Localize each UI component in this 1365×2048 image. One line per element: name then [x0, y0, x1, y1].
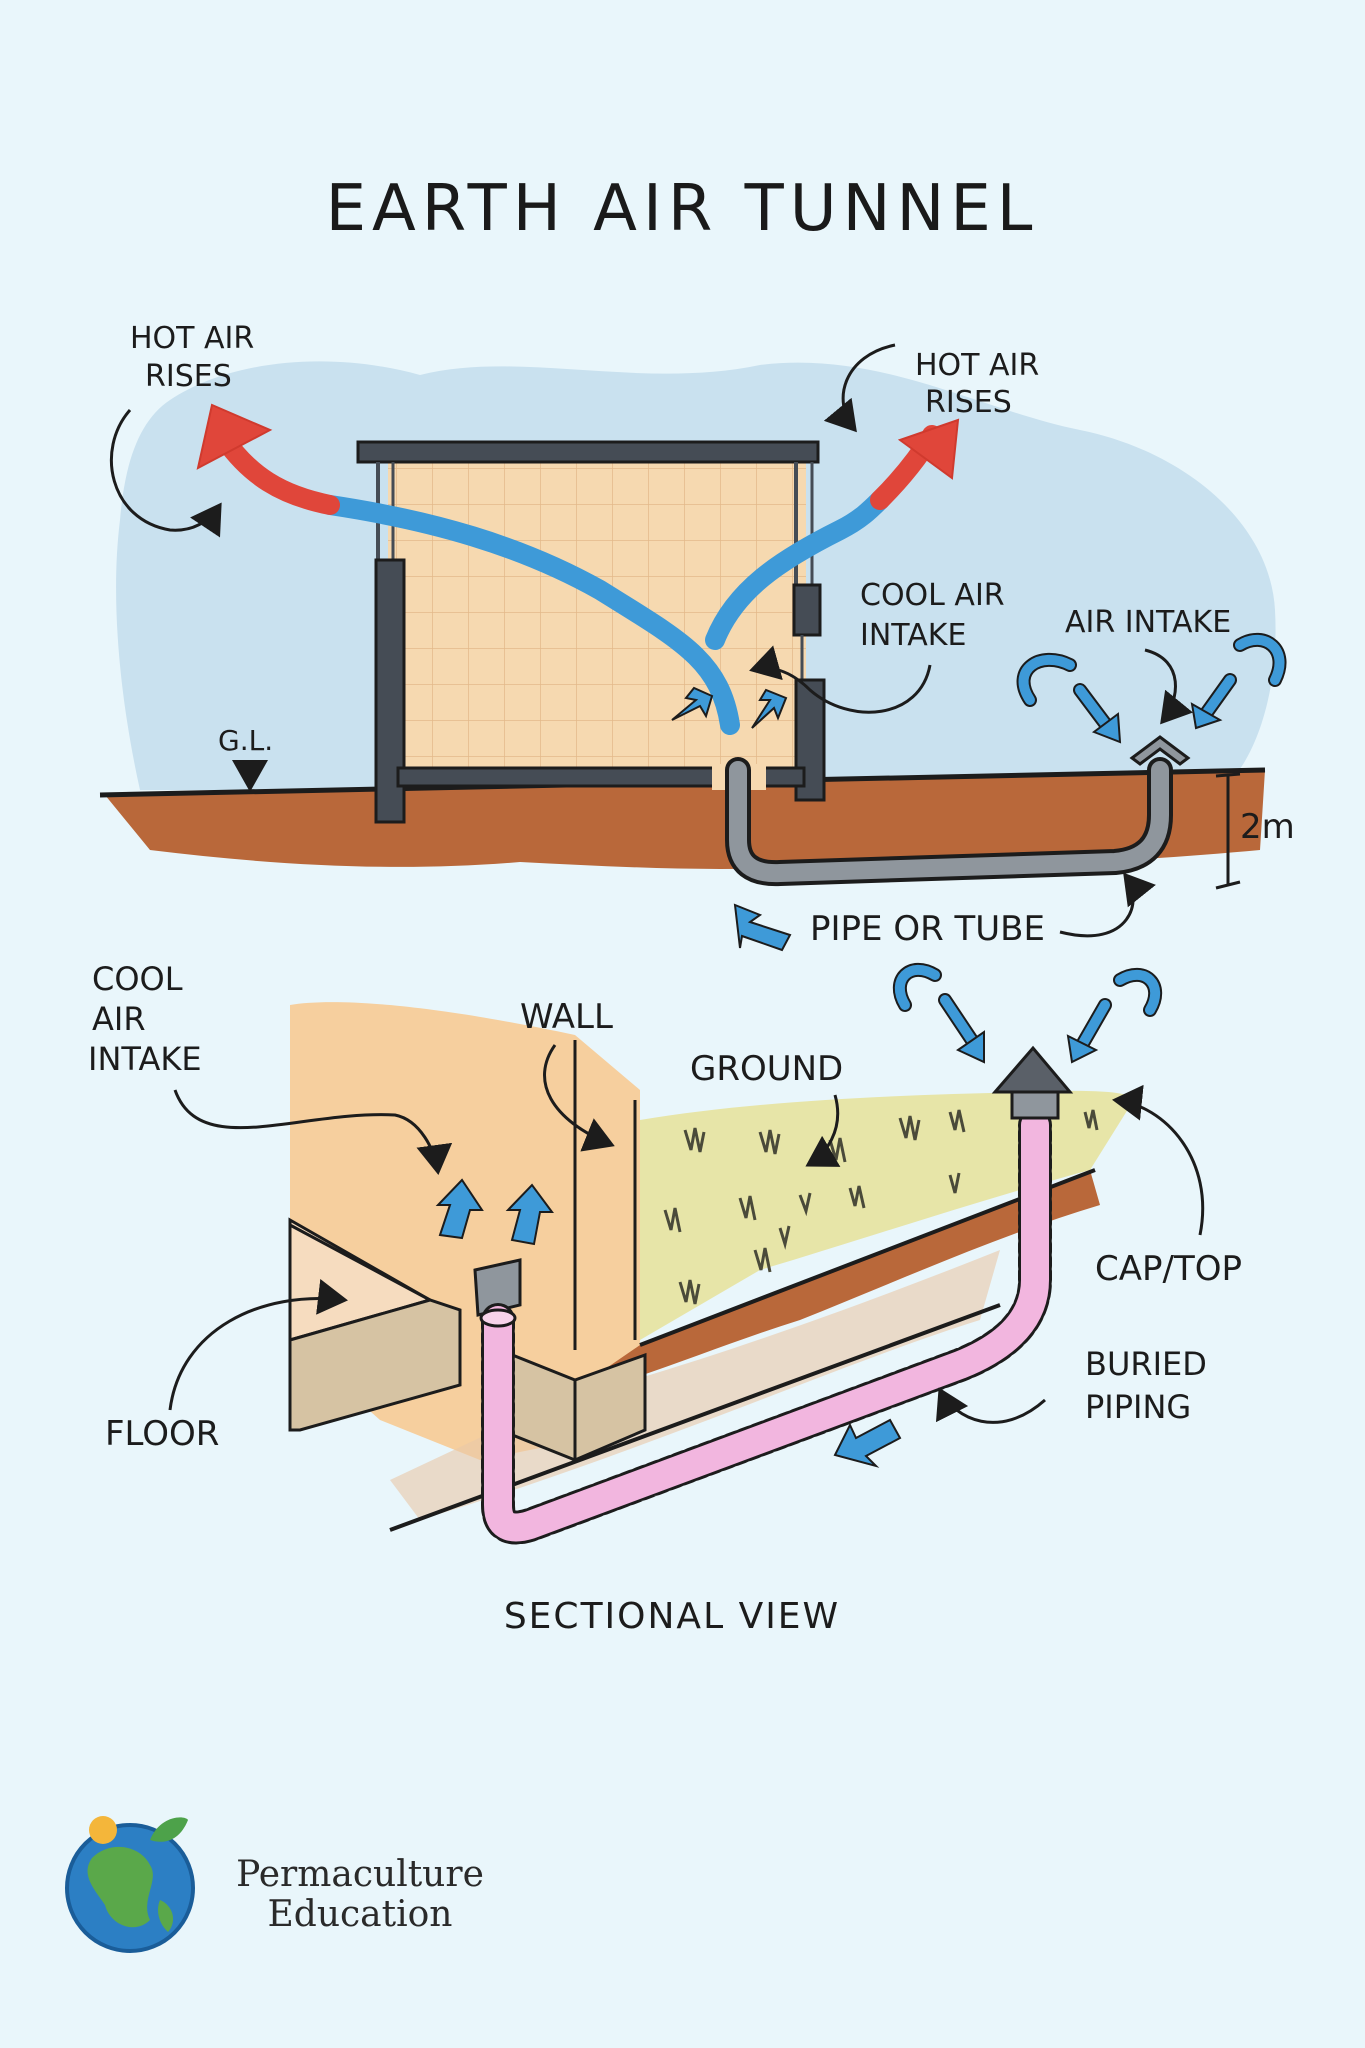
- pipe-opening: [479, 1308, 517, 1328]
- sectional-view: COOL AIR INTAKE WALL GROUND CAP/TOP BURI…: [88, 960, 1242, 1637]
- air-intake-pointer: [1144, 648, 1194, 725]
- buried-piping-line1: BURIED: [1085, 1345, 1207, 1383]
- sectional-soil-light: [390, 1250, 1000, 1520]
- roof: [356, 440, 820, 464]
- wall-pointer: [543, 1044, 615, 1152]
- air-intake-label: AIR INTAKE: [1065, 605, 1231, 640]
- buried-piping-pointer: [936, 1387, 1046, 1424]
- sectional-view-caption: SECTIONAL VIEW: [504, 1596, 840, 1637]
- air-intake-cap: [1129, 735, 1191, 766]
- grass-tufts: [663, 1109, 1099, 1305]
- permaculture-logo: [65, 1816, 195, 1953]
- air-intake-arrows: [1016, 633, 1287, 744]
- hot-air-left-line2: RISES: [145, 359, 232, 394]
- floor-pointer: [168, 1278, 348, 1411]
- hot-air-right-line1: HOT AIR: [915, 348, 1039, 383]
- section-cool-air-pointer: [173, 1089, 453, 1175]
- floor-slab: [396, 766, 806, 788]
- buried-piping-line2: PIPING: [1085, 1388, 1191, 1426]
- cool-air-intake-line1: COOL AIR: [860, 578, 1005, 613]
- wall-label: WALL: [520, 997, 613, 1037]
- vent-flap: [473, 1258, 522, 1317]
- cool-air-intake-pointer: [749, 645, 932, 714]
- pipe-pointer: [1059, 872, 1156, 938]
- cap-top-pointer: [1112, 1084, 1205, 1236]
- cool-air-flow-right: [705, 490, 890, 650]
- cool-air-flow-left: [320, 495, 740, 735]
- sectional-soil: [560, 1170, 1100, 1400]
- hot-air-left-line1: HOT AIR: [130, 321, 254, 356]
- ground-surface-grass: [640, 1090, 1135, 1340]
- sun-icon: [89, 1816, 117, 1844]
- ground-pointer: [805, 1094, 841, 1167]
- logo-name-line2: Education: [267, 1894, 453, 1935]
- section-cool-air-line1: COOL: [92, 960, 183, 998]
- hot-air-right-pointer: [823, 343, 896, 433]
- cool-air-intake-line2: INTAKE: [860, 618, 966, 653]
- floor-label: FLOOR: [105, 1414, 219, 1454]
- cap-top: [991, 1045, 1074, 1094]
- page-title: EARTH AIR TUNNEL: [326, 172, 1039, 246]
- pipe-arrow: [733, 903, 792, 952]
- section-cool-air-line2: AIR: [92, 1000, 146, 1038]
- hot-air-arrow-left: [215, 430, 340, 515]
- ground-level-triangle: [232, 760, 268, 792]
- ground-level-label: G.L.: [218, 724, 273, 757]
- room-grid: [388, 455, 806, 773]
- hot-air-left-pointer: [109, 409, 222, 538]
- cool-air-arrow-small-left: [671, 686, 714, 721]
- cool-air-arrow-small-right: [751, 688, 788, 729]
- ground-label: GROUND: [690, 1049, 843, 1089]
- leaf-icon: [150, 1817, 188, 1842]
- section-cool-air-line3: INTAKE: [88, 1040, 202, 1078]
- depth-label: 2m: [1240, 807, 1295, 847]
- pipe-label: PIPE OR TUBE: [810, 909, 1045, 949]
- cap-top-label: CAP/TOP: [1095, 1249, 1242, 1289]
- logo-name-line1: Permaculture: [236, 1854, 484, 1895]
- top-diagram: G.L. 2m HOT AIR RISES HOT AIR RISES COOL…: [99, 321, 1295, 952]
- hot-air-right-line2: RISES: [925, 385, 1012, 420]
- sectional-air-arrows: [435, 962, 1163, 1468]
- right-vent-block: [792, 583, 822, 637]
